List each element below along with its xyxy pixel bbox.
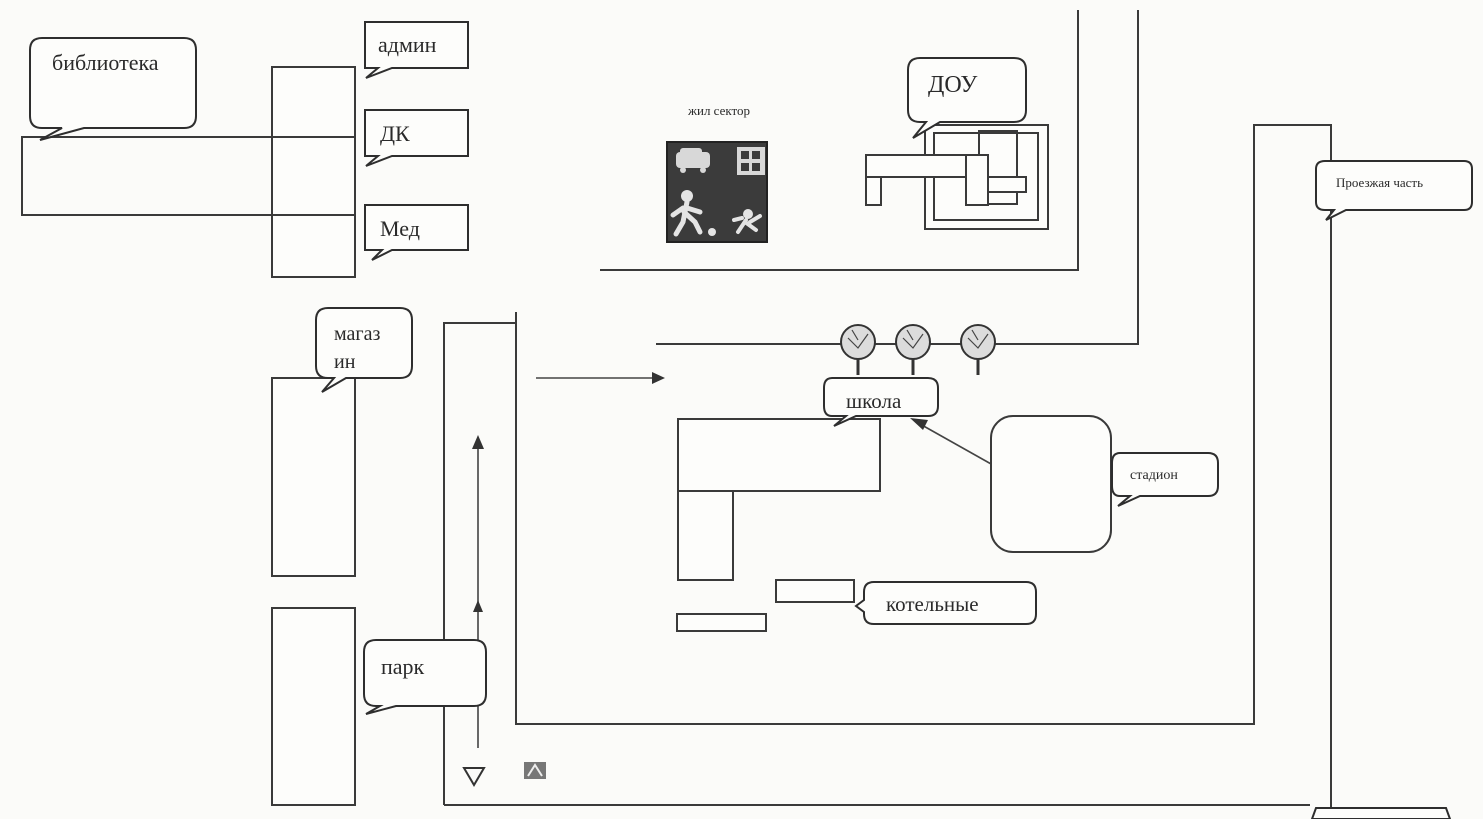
callout-dk: ДК (364, 109, 469, 167)
label-shop-line1: магаз (334, 323, 380, 345)
warning-triangle-icon (462, 767, 486, 787)
callout-med: Мед (364, 204, 469, 261)
tree-icon (895, 324, 931, 375)
building-park (271, 607, 356, 806)
callout-shop: магаз ин (315, 307, 413, 393)
road-lower-outline (443, 322, 516, 805)
stadium-field (990, 415, 1112, 553)
building-library-long (21, 136, 356, 216)
label-park: парк (381, 654, 425, 679)
callout-park: парк (363, 639, 487, 715)
residential-boundary (600, 10, 1079, 271)
label-library: библиотека (52, 50, 159, 75)
label-stadium: стадион (1130, 468, 1178, 483)
boiler-house-2 (676, 613, 767, 632)
road-left-outline (515, 124, 1332, 819)
tree-icon (960, 324, 996, 375)
callout-library: библиотека (29, 37, 197, 141)
pedestrian-children-sign-icon (666, 141, 768, 243)
dou-building (865, 124, 1049, 230)
callout-school: школа (823, 377, 939, 427)
tree-icon (840, 324, 876, 375)
callout-admin: админ (364, 21, 469, 79)
building-shop (271, 377, 356, 577)
arrow-to-school (536, 372, 665, 384)
label-shop-line2: ин (334, 351, 356, 373)
label-boilers: котельные (886, 592, 979, 616)
label-med: Мед (380, 216, 420, 241)
school-building (677, 418, 881, 581)
callout-roadway: Проезжая часть (1315, 160, 1473, 221)
label-zhil-sector: жил сектор (687, 103, 750, 118)
label-dou: ДОУ (928, 72, 977, 98)
label-dk: ДК (380, 121, 410, 146)
callout-boilers: котельные (854, 581, 1037, 625)
callout-stadium: стадион (1111, 452, 1219, 507)
callout-dou: ДОУ (907, 57, 1027, 139)
label-school: школа (846, 389, 902, 413)
small-road-sign-icon (524, 762, 546, 779)
boiler-house-1 (775, 579, 855, 603)
school-street-line (656, 10, 1139, 345)
callout-partial-bottom (1310, 807, 1452, 819)
label-admin: админ (378, 32, 437, 57)
label-roadway: Проезжая часть (1336, 175, 1423, 190)
building-admin-block (271, 66, 356, 278)
